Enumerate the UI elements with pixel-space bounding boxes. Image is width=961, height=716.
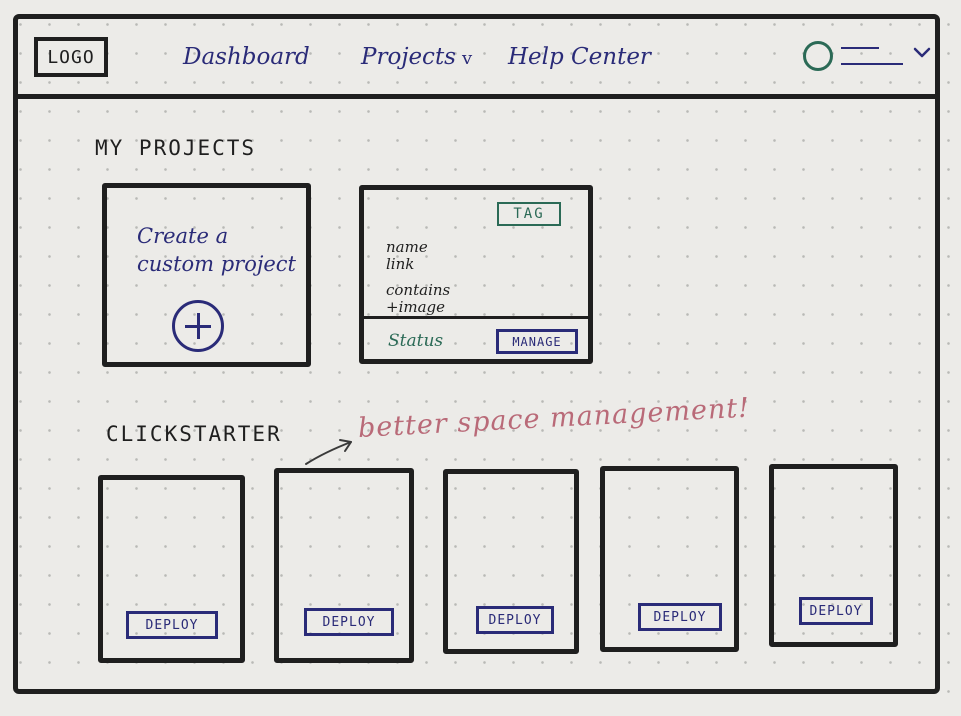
deploy-button[interactable]: DEPLOY xyxy=(476,606,554,634)
my-projects-heading: MY PROJECTS xyxy=(95,136,257,160)
username-placeholder-line xyxy=(841,63,903,65)
project-image-note: +image xyxy=(386,298,446,316)
chevron-down-icon xyxy=(913,47,931,58)
project-status: Status xyxy=(388,331,444,351)
template-card: DEPLOY xyxy=(98,475,245,663)
clickstarter-heading: CLICKSTARTER xyxy=(106,422,282,446)
nav-dashboard[interactable]: Dashboard xyxy=(183,44,310,70)
project-link: link xyxy=(386,255,415,273)
create-project-label: Create a custom project xyxy=(137,224,296,276)
chevron-down-icon: v xyxy=(462,48,473,69)
manage-button[interactable]: MANAGE xyxy=(496,329,578,354)
user-menu[interactable] xyxy=(803,39,933,79)
template-card: DEPLOY xyxy=(600,466,739,652)
nav-projects-label: Projects xyxy=(361,44,456,70)
tag-badge: TAG xyxy=(497,202,561,226)
top-navbar: LOGO Dashboard Projects v Help Center xyxy=(18,19,935,99)
arrow-icon xyxy=(305,439,352,465)
nav-help-center-label: Help Center xyxy=(508,44,651,70)
nav-dashboard-label: Dashboard xyxy=(183,44,310,70)
deploy-button[interactable]: DEPLOY xyxy=(638,603,722,631)
plus-icon xyxy=(172,300,224,352)
template-card: DEPLOY xyxy=(443,469,579,654)
project-name: name xyxy=(386,238,428,256)
template-card: DEPLOY xyxy=(274,468,414,663)
project-card: TAG name link contains +image Status MAN… xyxy=(359,185,593,364)
deploy-button[interactable]: DEPLOY xyxy=(126,611,218,639)
nav-projects[interactable]: Projects v xyxy=(361,44,472,70)
deploy-button[interactable]: DEPLOY xyxy=(304,608,394,636)
deploy-button[interactable]: DEPLOY xyxy=(799,597,873,625)
app-window: LOGO Dashboard Projects v Help Center MY … xyxy=(13,14,940,694)
template-card: DEPLOY xyxy=(769,464,898,647)
username-placeholder-line xyxy=(841,47,879,49)
card-divider xyxy=(364,316,588,319)
project-contains: contains xyxy=(386,281,451,299)
create-project-card[interactable]: Create a custom project xyxy=(102,183,311,367)
avatar-icon xyxy=(803,41,833,71)
annotation-note: better space management! xyxy=(357,392,751,444)
logo: LOGO xyxy=(34,37,108,77)
nav-help-center[interactable]: Help Center xyxy=(508,44,651,70)
